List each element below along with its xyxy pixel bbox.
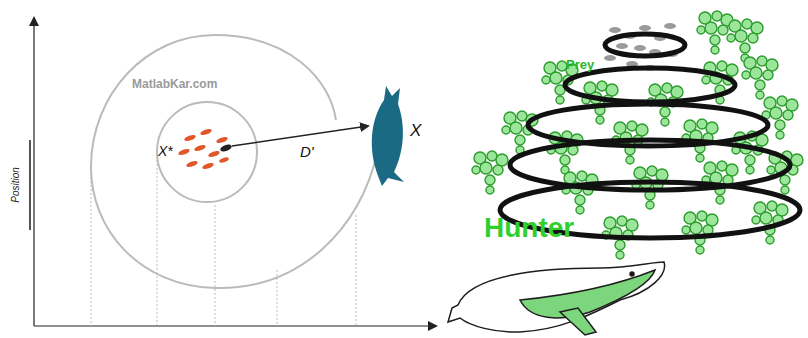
axis-tick-bar bbox=[29, 140, 31, 230]
bubble-spiral bbox=[500, 34, 800, 238]
hunter-label: Hunter bbox=[484, 214, 574, 242]
spiral-circles bbox=[91, 35, 378, 288]
axes bbox=[34, 18, 436, 326]
dotted-guides bbox=[91, 160, 356, 326]
distance-arrow bbox=[232, 126, 368, 146]
bubble-clusters bbox=[472, 11, 803, 259]
best-position-label: X* bbox=[158, 144, 173, 158]
distance-label: D' bbox=[300, 144, 314, 159]
whale-position-label: X bbox=[410, 122, 421, 139]
whale-figure bbox=[372, 86, 404, 186]
hunter-whale bbox=[448, 262, 665, 335]
fish-school bbox=[178, 128, 233, 171]
prey-fish bbox=[604, 23, 678, 71]
axis-label: Position bbox=[11, 167, 21, 203]
watermark: MatlabKar.com bbox=[132, 78, 217, 90]
prey-label: Prey bbox=[566, 58, 594, 71]
